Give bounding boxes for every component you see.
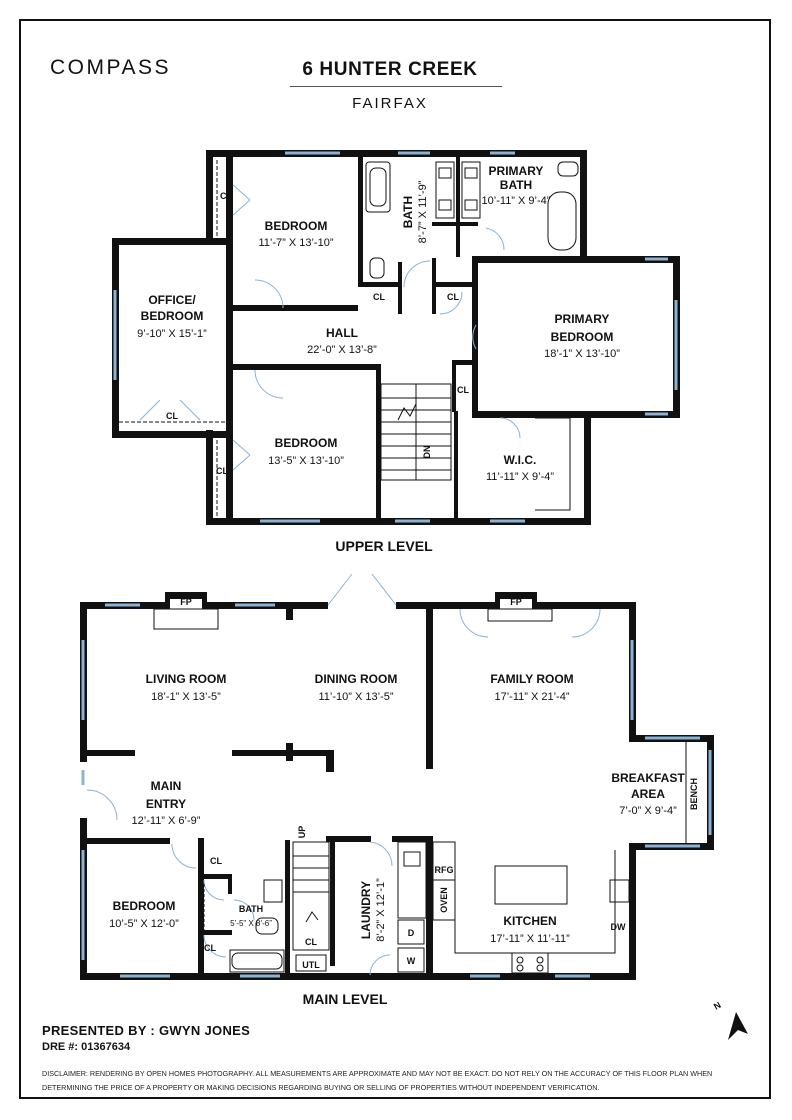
dryer-label: D [408, 928, 415, 938]
room-dims-bedroom1: 11’-7” X 13’-10” [259, 237, 334, 249]
upper-windows [113, 151, 678, 523]
main-level-plan: FP FP LIVING ROOM 18’-1” X 13’-5” DINING… [80, 573, 714, 1007]
room-name-main-bedroom: BEDROOM [113, 899, 176, 913]
room-name-office-1: OFFICE/ [148, 293, 196, 307]
room-dims-breakfast: 7’-0” X 9’-4” [619, 805, 677, 817]
room-dims-living: 18’-1” X 13’-5” [151, 691, 221, 703]
room-dims-hall: 22’-0” X 13’-8” [307, 344, 377, 356]
room-name-primary-bath-1: PRIMARY [489, 164, 544, 178]
room-name-hall: HALL [326, 326, 358, 340]
room-dims-kitchen: 17’-11” X 11’-11” [490, 933, 570, 945]
room-name-laundry: LAUNDRY [359, 881, 373, 939]
upper-level-label: UPPER LEVEL [335, 538, 433, 554]
page-border [19, 19, 771, 1099]
closet-label: CL [305, 937, 317, 947]
room-name-kitchen: KITCHEN [503, 914, 556, 928]
fireplace-label: FP [180, 597, 192, 607]
oven-label: OVEN [439, 887, 449, 913]
closet-label: CL [373, 292, 385, 302]
room-name-main-bath: BATH [239, 904, 263, 914]
presented-by: PRESENTED BY : GWYN JONES [42, 1023, 251, 1038]
compass-logo: COMPASS [50, 56, 171, 79]
closet-label: CL [166, 411, 178, 421]
room-name-breakfast-1: BREAKFAST [611, 771, 685, 785]
north-arrow-icon: N [712, 1000, 748, 1040]
north-label: N [712, 1000, 723, 1012]
dre-number: DRE #: 01367634 [42, 1041, 131, 1053]
closet-label: CL [216, 466, 228, 476]
upper-level-plan: BEDROOM 11’-7” X 13’-10” BATH 8’-7” X 11… [112, 150, 680, 554]
main-windows [81, 603, 712, 978]
room-name-wic: W.I.C. [504, 453, 537, 467]
main-labels: FP FP LIVING ROOM 18’-1” X 13’-5” DINING… [109, 597, 699, 1007]
main-doors [86, 573, 601, 976]
main-level-label: MAIN LEVEL [303, 991, 388, 1007]
room-name-primary-bedroom-1: PRIMARY [555, 312, 610, 326]
room-dims-upper-bath: 8’-7” X 11’-9” [417, 180, 429, 243]
room-name-primary-bedroom-2: BEDROOM [551, 330, 614, 344]
room-dims-family: 17’-11” X 21’-4” [495, 691, 570, 703]
closet-label: CL [447, 292, 459, 302]
room-dims-primary-bath: 10’-11” X 9’-4” [482, 195, 551, 207]
room-name-family: FAMILY ROOM [490, 672, 573, 686]
property-title: 6 HUNTER CREEK [302, 59, 478, 80]
room-dims-wic: 11’-11” X 9’-4” [486, 471, 554, 483]
main-fixtures [153, 608, 687, 974]
room-dims-entry: 12’-11” X 6’-9” [132, 815, 201, 827]
closet-label: CL [220, 191, 232, 201]
property-city: FAIRFAX [352, 95, 428, 112]
bench-label: BENCH [689, 778, 699, 810]
room-dims-primary-bedroom: 18’-1” X 13’-10” [544, 348, 620, 360]
closet-label: CL [204, 943, 216, 953]
room-dims-laundry: 8’-2” X 12’-1” [375, 878, 387, 942]
fireplace-label: FP [510, 597, 522, 607]
utility-label: UTL [302, 960, 320, 970]
upper-labels: BEDROOM 11’-7” X 13’-10” BATH 8’-7” X 11… [137, 164, 620, 554]
stairs-up-label: UP [297, 826, 307, 839]
room-dims-main-bedroom: 10’-5” X 12’-0” [109, 918, 179, 930]
disclaimer: DISCLAIMER: RENDERING BY OPEN HOMES PHOT… [42, 1069, 713, 1092]
room-name-living: LIVING ROOM [146, 672, 227, 686]
room-name-entry-2: ENTRY [146, 797, 186, 811]
room-name-dining: DINING ROOM [315, 672, 398, 686]
room-name-bedroom1: BEDROOM [265, 219, 328, 233]
room-name-breakfast-2: AREA [631, 787, 665, 801]
room-name-office-2: BEDROOM [141, 309, 204, 323]
closet-label: CL [457, 385, 469, 395]
upper-fixtures [119, 160, 579, 518]
room-dims-bedroom2: 13’-5” X 13’-10” [268, 455, 344, 467]
room-dims-office: 9’-10” X 15’-1” [137, 328, 207, 340]
room-dims-dining: 11’-10” X 13’-5” [319, 691, 394, 703]
room-name-bedroom2: BEDROOM [275, 436, 338, 450]
room-name-upper-bath: BATH [401, 196, 415, 228]
washer-label: W [407, 956, 416, 966]
refrigerator-label: RFG [435, 865, 454, 875]
closet-label: CL [210, 856, 222, 866]
upper-doors [139, 184, 521, 471]
stairs-down-label: DN [422, 446, 432, 459]
room-dims-main-bath: 5’-5” X 8’-6” [230, 919, 272, 928]
room-name-primary-bath-2: BATH [500, 178, 532, 192]
title-divider [290, 86, 502, 87]
dishwasher-label: DW [611, 922, 626, 932]
room-name-entry-1: MAIN [151, 779, 182, 793]
